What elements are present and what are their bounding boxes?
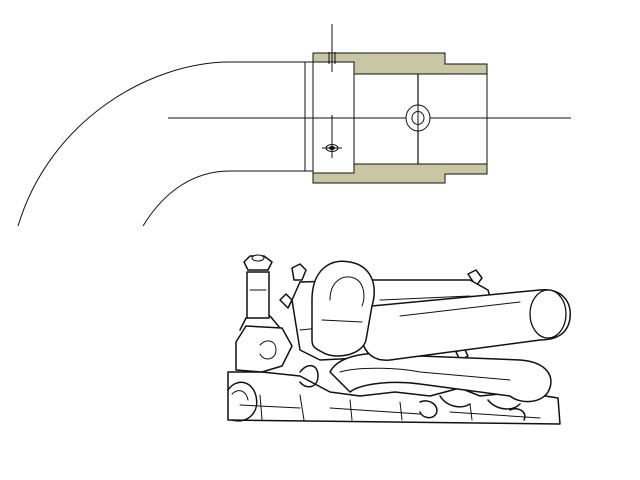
engine-illustration <box>227 254 571 425</box>
cylinder-head-left <box>235 315 293 373</box>
alternator-pulley <box>227 381 258 422</box>
center-bolt <box>405 100 431 136</box>
tapered-pipe-end <box>304 61 314 172</box>
intake-plenum <box>361 289 571 361</box>
bent-intake-tube <box>311 260 375 357</box>
centerline <box>168 24 571 158</box>
cross-bolt <box>325 144 339 152</box>
section-view <box>17 24 571 227</box>
lower-details <box>299 364 526 421</box>
curved-pipe <box>17 61 305 227</box>
filler-cap <box>243 254 273 319</box>
crankcase <box>227 371 561 425</box>
